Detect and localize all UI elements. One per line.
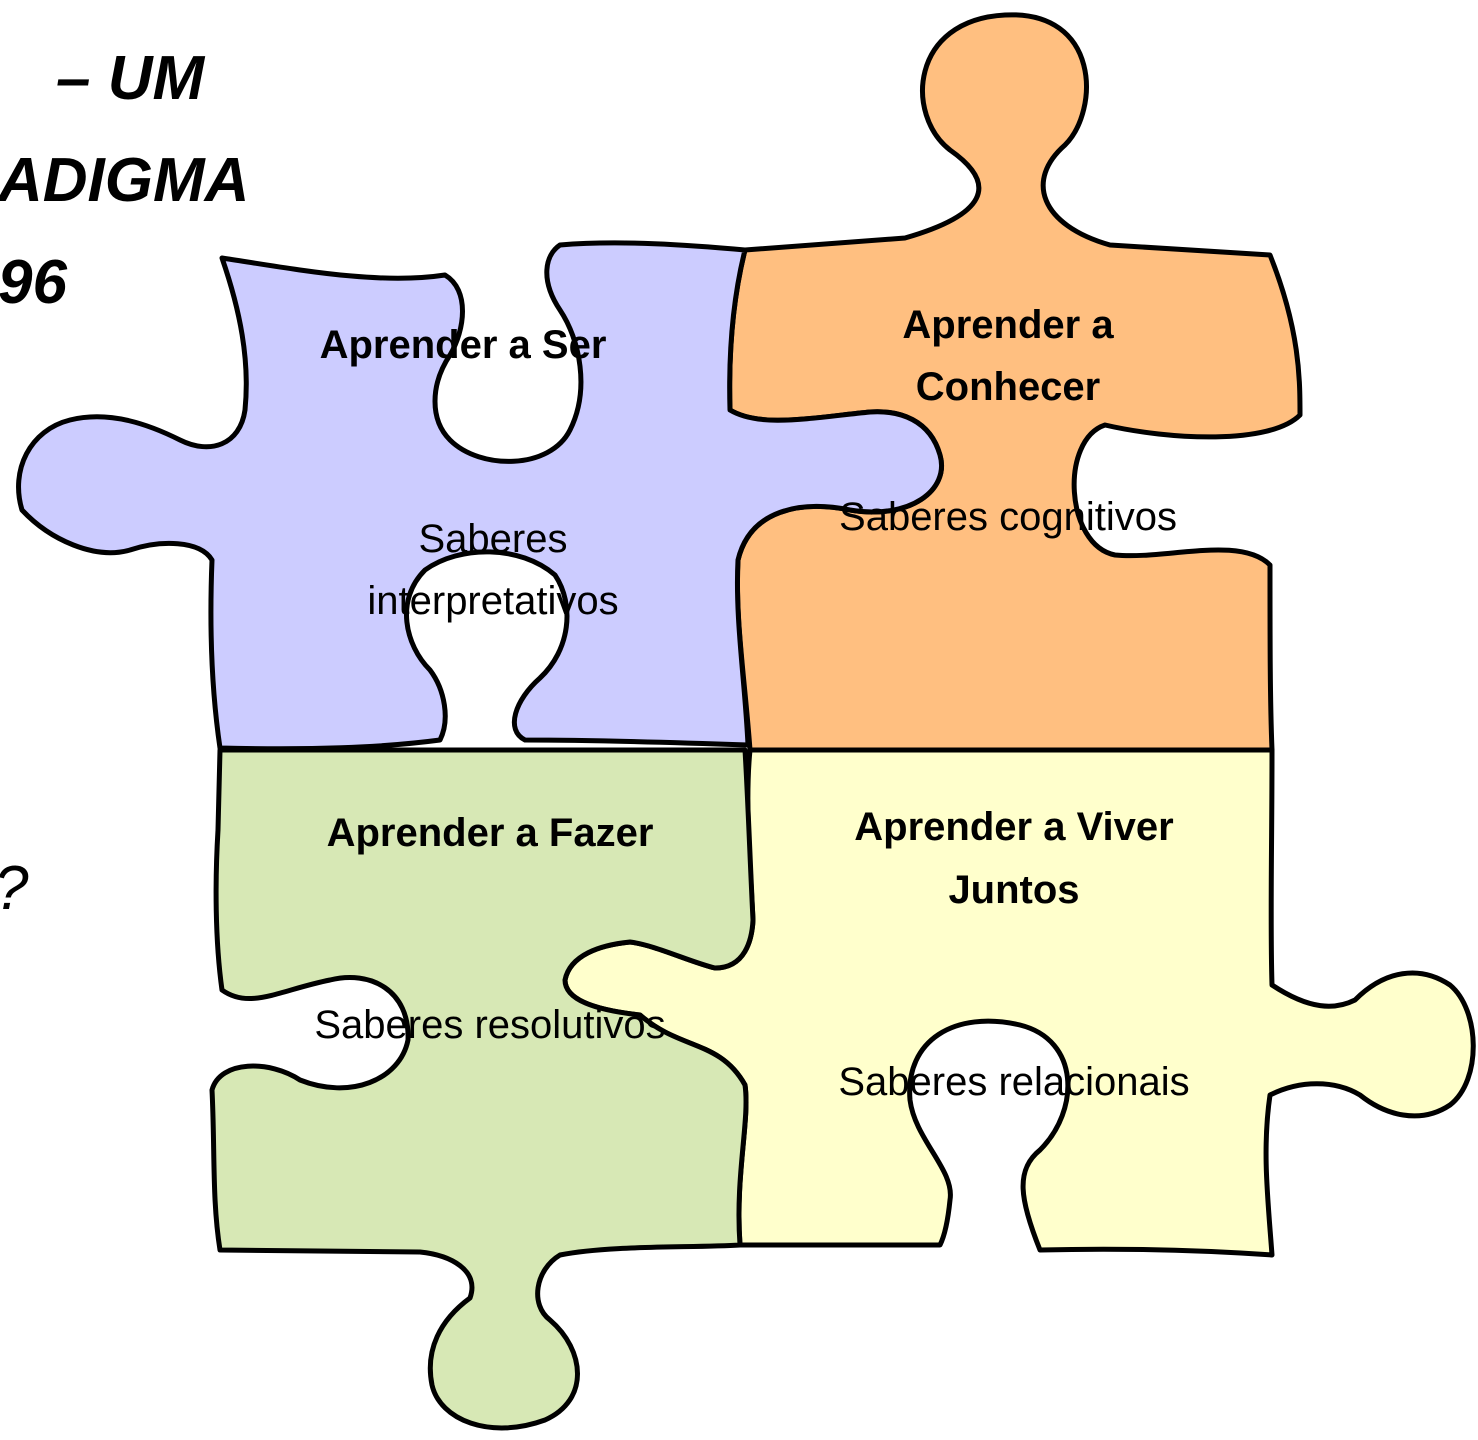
title-line-3: 96	[0, 248, 67, 317]
piece-fazer	[209, 747, 756, 1431]
fazer-subtitle: Saberes resolutivos	[314, 1003, 665, 1047]
title-line-1: – UM	[56, 44, 205, 113]
ser-subtitle-2: interpretativos	[367, 579, 618, 623]
title-fragment: ?	[0, 858, 28, 920]
ser-subtitle-1: Saberes	[419, 517, 568, 561]
fazer-title: Aprender a Fazer	[327, 811, 654, 855]
viver-subtitle: Saberes relacionais	[838, 1060, 1189, 1104]
conhecer-title-2: Conhecer	[916, 365, 1101, 409]
piece-ser	[16, 240, 944, 752]
conhecer-title-1: Aprender a	[902, 303, 1114, 347]
ser-title: Aprender a Ser	[320, 323, 607, 367]
conhecer-subtitle: Saberes cognitivos	[839, 495, 1177, 539]
viver-title-2: Juntos	[948, 868, 1079, 912]
viver-title-1: Aprender a Viver	[854, 805, 1173, 849]
title-line-2: ADIGMA	[0, 146, 250, 215]
